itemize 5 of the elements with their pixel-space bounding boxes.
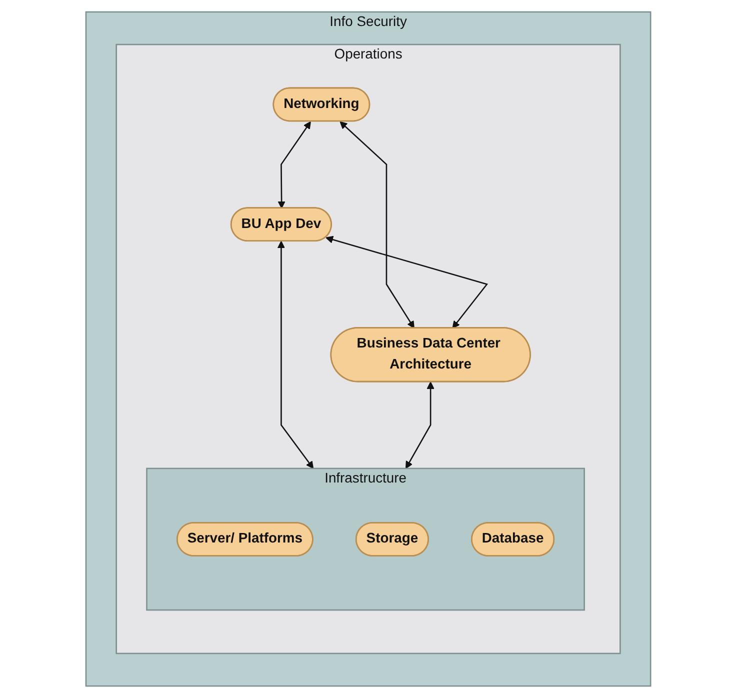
arrow bbox=[405, 382, 434, 469]
arrow bbox=[277, 240, 314, 469]
arrow bbox=[277, 121, 311, 209]
arrow bbox=[325, 236, 488, 328]
arrow bbox=[339, 121, 414, 328]
